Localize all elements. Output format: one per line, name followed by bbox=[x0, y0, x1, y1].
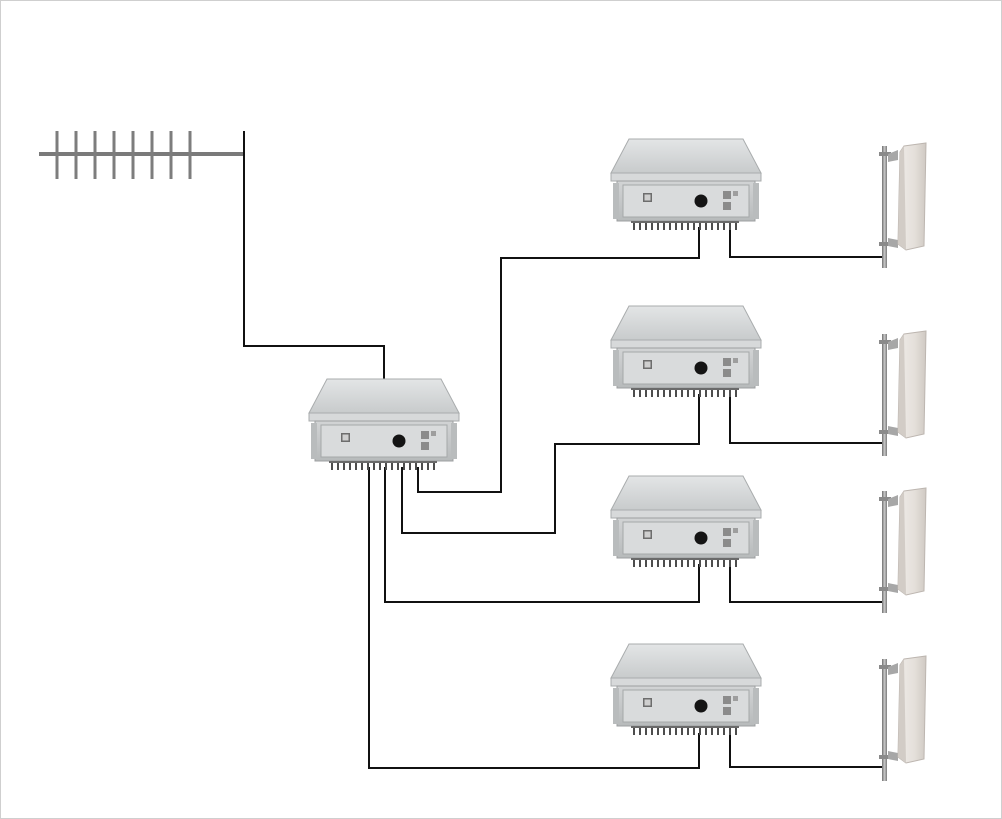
remote-repeater-4-icon bbox=[610, 643, 762, 736]
cable-remote-1-to-panel-1 bbox=[729, 223, 886, 258]
yagi-elements bbox=[55, 131, 192, 179]
service-panel-antenna-3-icon bbox=[878, 487, 927, 614]
cable-master-to-remote-2 bbox=[401, 394, 700, 534]
cable-master-to-remote-1 bbox=[417, 227, 700, 493]
cable-remote-2-to-panel-2 bbox=[729, 390, 886, 444]
remote-repeater-3-icon bbox=[610, 475, 762, 568]
service-panel-antenna-1-icon bbox=[878, 142, 927, 269]
service-panel-antenna-4-icon bbox=[878, 655, 927, 782]
donor-yagi-antenna-icon bbox=[39, 131, 243, 179]
service-panel-antenna-2-icon bbox=[878, 330, 927, 457]
cable-donor-to-master bbox=[243, 131, 385, 379]
cable-remote-3-to-panel-3 bbox=[729, 560, 886, 603]
cable-master-to-remote-3 bbox=[384, 467, 700, 603]
remote-repeater-2-icon bbox=[610, 305, 762, 398]
cable-links bbox=[243, 131, 886, 769]
cable-remote-4-to-panel-4 bbox=[729, 729, 886, 768]
cable-master-to-remote-4 bbox=[368, 467, 700, 769]
remote-repeater-1-icon bbox=[610, 138, 762, 231]
master-repeater-icon bbox=[308, 378, 460, 471]
